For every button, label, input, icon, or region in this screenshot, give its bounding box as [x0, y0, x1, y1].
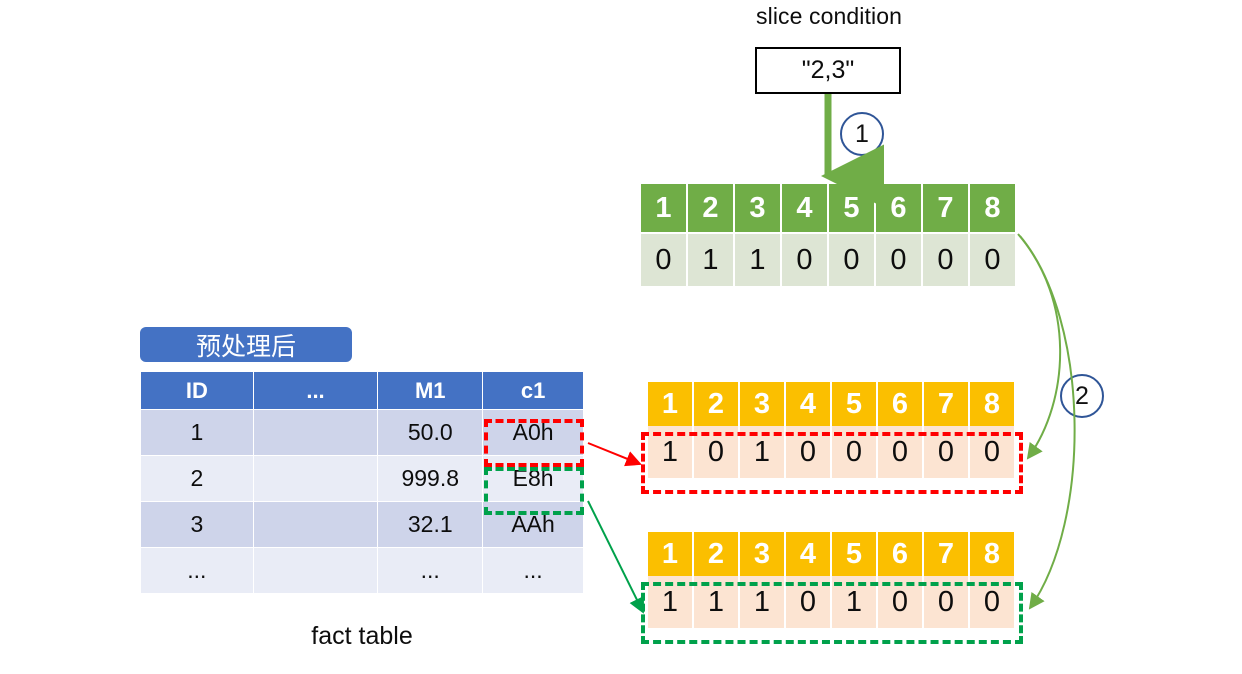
column-header-m1: M1	[378, 372, 483, 409]
cell-dots	[253, 548, 378, 593]
table-row: 1 50.0 A0h	[141, 410, 583, 455]
green-value-cell: 0	[829, 234, 874, 286]
row1-value-cell: 0	[832, 426, 876, 478]
arrow-e8h-to-row2	[587, 500, 644, 614]
table-row: 2 999.8 E8h	[141, 456, 583, 501]
row2-value-cell: 0	[970, 576, 1014, 628]
cell-dots	[253, 502, 378, 547]
row2-header-cell: 7	[924, 532, 968, 576]
row2-value-cell: 0	[786, 576, 830, 628]
slice-condition-bitmap: 1 2 3 4 5 6 7 8 0 1 1 0 0 0 0 0	[641, 184, 1015, 286]
row1-header-cell: 2	[694, 382, 738, 426]
step-2-marker: 2	[1060, 374, 1104, 418]
slice-condition-label: slice condition	[756, 3, 902, 29]
row1-value-cell: 1	[648, 426, 692, 478]
fact-table: ID ... M1 c1 1 50.0 A0h 2 999.8 E8h	[140, 371, 584, 594]
row1-value-cell: 0	[924, 426, 968, 478]
row2-header-cell: 2	[694, 532, 738, 576]
row1-header-cell: 5	[832, 382, 876, 426]
cell-c1: ...	[483, 548, 583, 593]
row1-header-cell: 1	[648, 382, 692, 426]
green-value-cell: 0	[876, 234, 921, 286]
cell-m1: 32.1	[378, 502, 483, 547]
row2-header-cell: 6	[878, 532, 922, 576]
row1-value-row: 1 0 1 0 0 0 0 0	[648, 426, 1014, 478]
row2-header-cell: 1	[648, 532, 692, 576]
cell-c1: AAh	[483, 502, 583, 547]
green-header-cell: 5	[829, 184, 874, 232]
row2-header-row: 1 2 3 4 5 6 7 8	[648, 532, 1014, 576]
green-bitmap-header-row: 1 2 3 4 5 6 7 8	[641, 184, 1015, 232]
slice-condition-value-box: "2,3"	[755, 47, 901, 94]
arrow-a0h-to-row1	[587, 442, 642, 467]
row2-value-cell: 1	[740, 576, 784, 628]
column-header-c1: c1	[483, 372, 583, 409]
row2-value-cell: 1	[694, 576, 738, 628]
green-header-cell: 8	[970, 184, 1015, 232]
arrow-bitmap-to-row1	[1017, 233, 1062, 460]
row1-header-cell: 4	[786, 382, 830, 426]
row1-header-cell: 8	[970, 382, 1014, 426]
row1-header-cell: 7	[924, 382, 968, 426]
row2-header-cell: 4	[786, 532, 830, 576]
green-header-cell: 6	[876, 184, 921, 232]
cell-id: 2	[141, 456, 253, 501]
fact-table-caption: fact table	[311, 622, 413, 650]
row2-header-cell: 3	[740, 532, 784, 576]
row1-value-cell: 0	[970, 426, 1014, 478]
green-header-cell: 7	[923, 184, 968, 232]
cell-m1: ...	[378, 548, 483, 593]
row2-value-cell: 0	[924, 576, 968, 628]
cell-id: ...	[141, 548, 253, 593]
row1-bitmap: 1 2 3 4 5 6 7 8 1 0 1 0 0 0 0 0	[648, 382, 1014, 478]
row1-value-cell: 1	[740, 426, 784, 478]
green-bitmap-value-row: 0 1 1 0 0 0 0 0	[641, 234, 1015, 286]
cell-id: 1	[141, 410, 253, 455]
green-header-cell: 3	[735, 184, 780, 232]
fact-table-header-row: ID ... M1 c1	[141, 372, 583, 409]
green-header-cell: 4	[782, 184, 827, 232]
column-header-id: ID	[141, 372, 253, 409]
column-header-dots: ...	[253, 372, 378, 409]
table-row: ... ... ...	[141, 548, 583, 593]
green-value-cell: 0	[782, 234, 827, 286]
row1-value-cell: 0	[786, 426, 830, 478]
row2-bitmap: 1 2 3 4 5 6 7 8 1 1 1 0 1 0 0 0	[648, 532, 1014, 628]
cell-c1: A0h	[483, 410, 583, 455]
row1-header-row: 1 2 3 4 5 6 7 8	[648, 382, 1014, 426]
green-value-cell: 1	[735, 234, 780, 286]
row2-header-cell: 8	[970, 532, 1014, 576]
row2-value-cell: 1	[832, 576, 876, 628]
preprocess-badge: 预处理后	[140, 327, 352, 362]
green-header-cell: 1	[641, 184, 686, 232]
green-value-cell: 1	[688, 234, 733, 286]
cell-m1: 999.8	[378, 456, 483, 501]
cell-dots	[253, 410, 378, 455]
green-header-cell: 2	[688, 184, 733, 232]
cell-m1: 50.0	[378, 410, 483, 455]
row1-header-cell: 3	[740, 382, 784, 426]
cell-id: 3	[141, 502, 253, 547]
cell-c1: E8h	[483, 456, 583, 501]
arrow-bitmap-to-row2	[1019, 235, 1076, 610]
row2-value-cell: 1	[648, 576, 692, 628]
green-value-cell: 0	[970, 234, 1015, 286]
table-row: 3 32.1 AAh	[141, 502, 583, 547]
row2-header-cell: 5	[832, 532, 876, 576]
green-value-cell: 0	[923, 234, 968, 286]
row1-value-cell: 0	[878, 426, 922, 478]
row2-value-cell: 0	[878, 576, 922, 628]
row2-value-row: 1 1 1 0 1 0 0 0	[648, 576, 1014, 628]
row1-header-cell: 6	[878, 382, 922, 426]
row1-value-cell: 0	[694, 426, 738, 478]
cell-dots	[253, 456, 378, 501]
green-value-cell: 0	[641, 234, 686, 286]
